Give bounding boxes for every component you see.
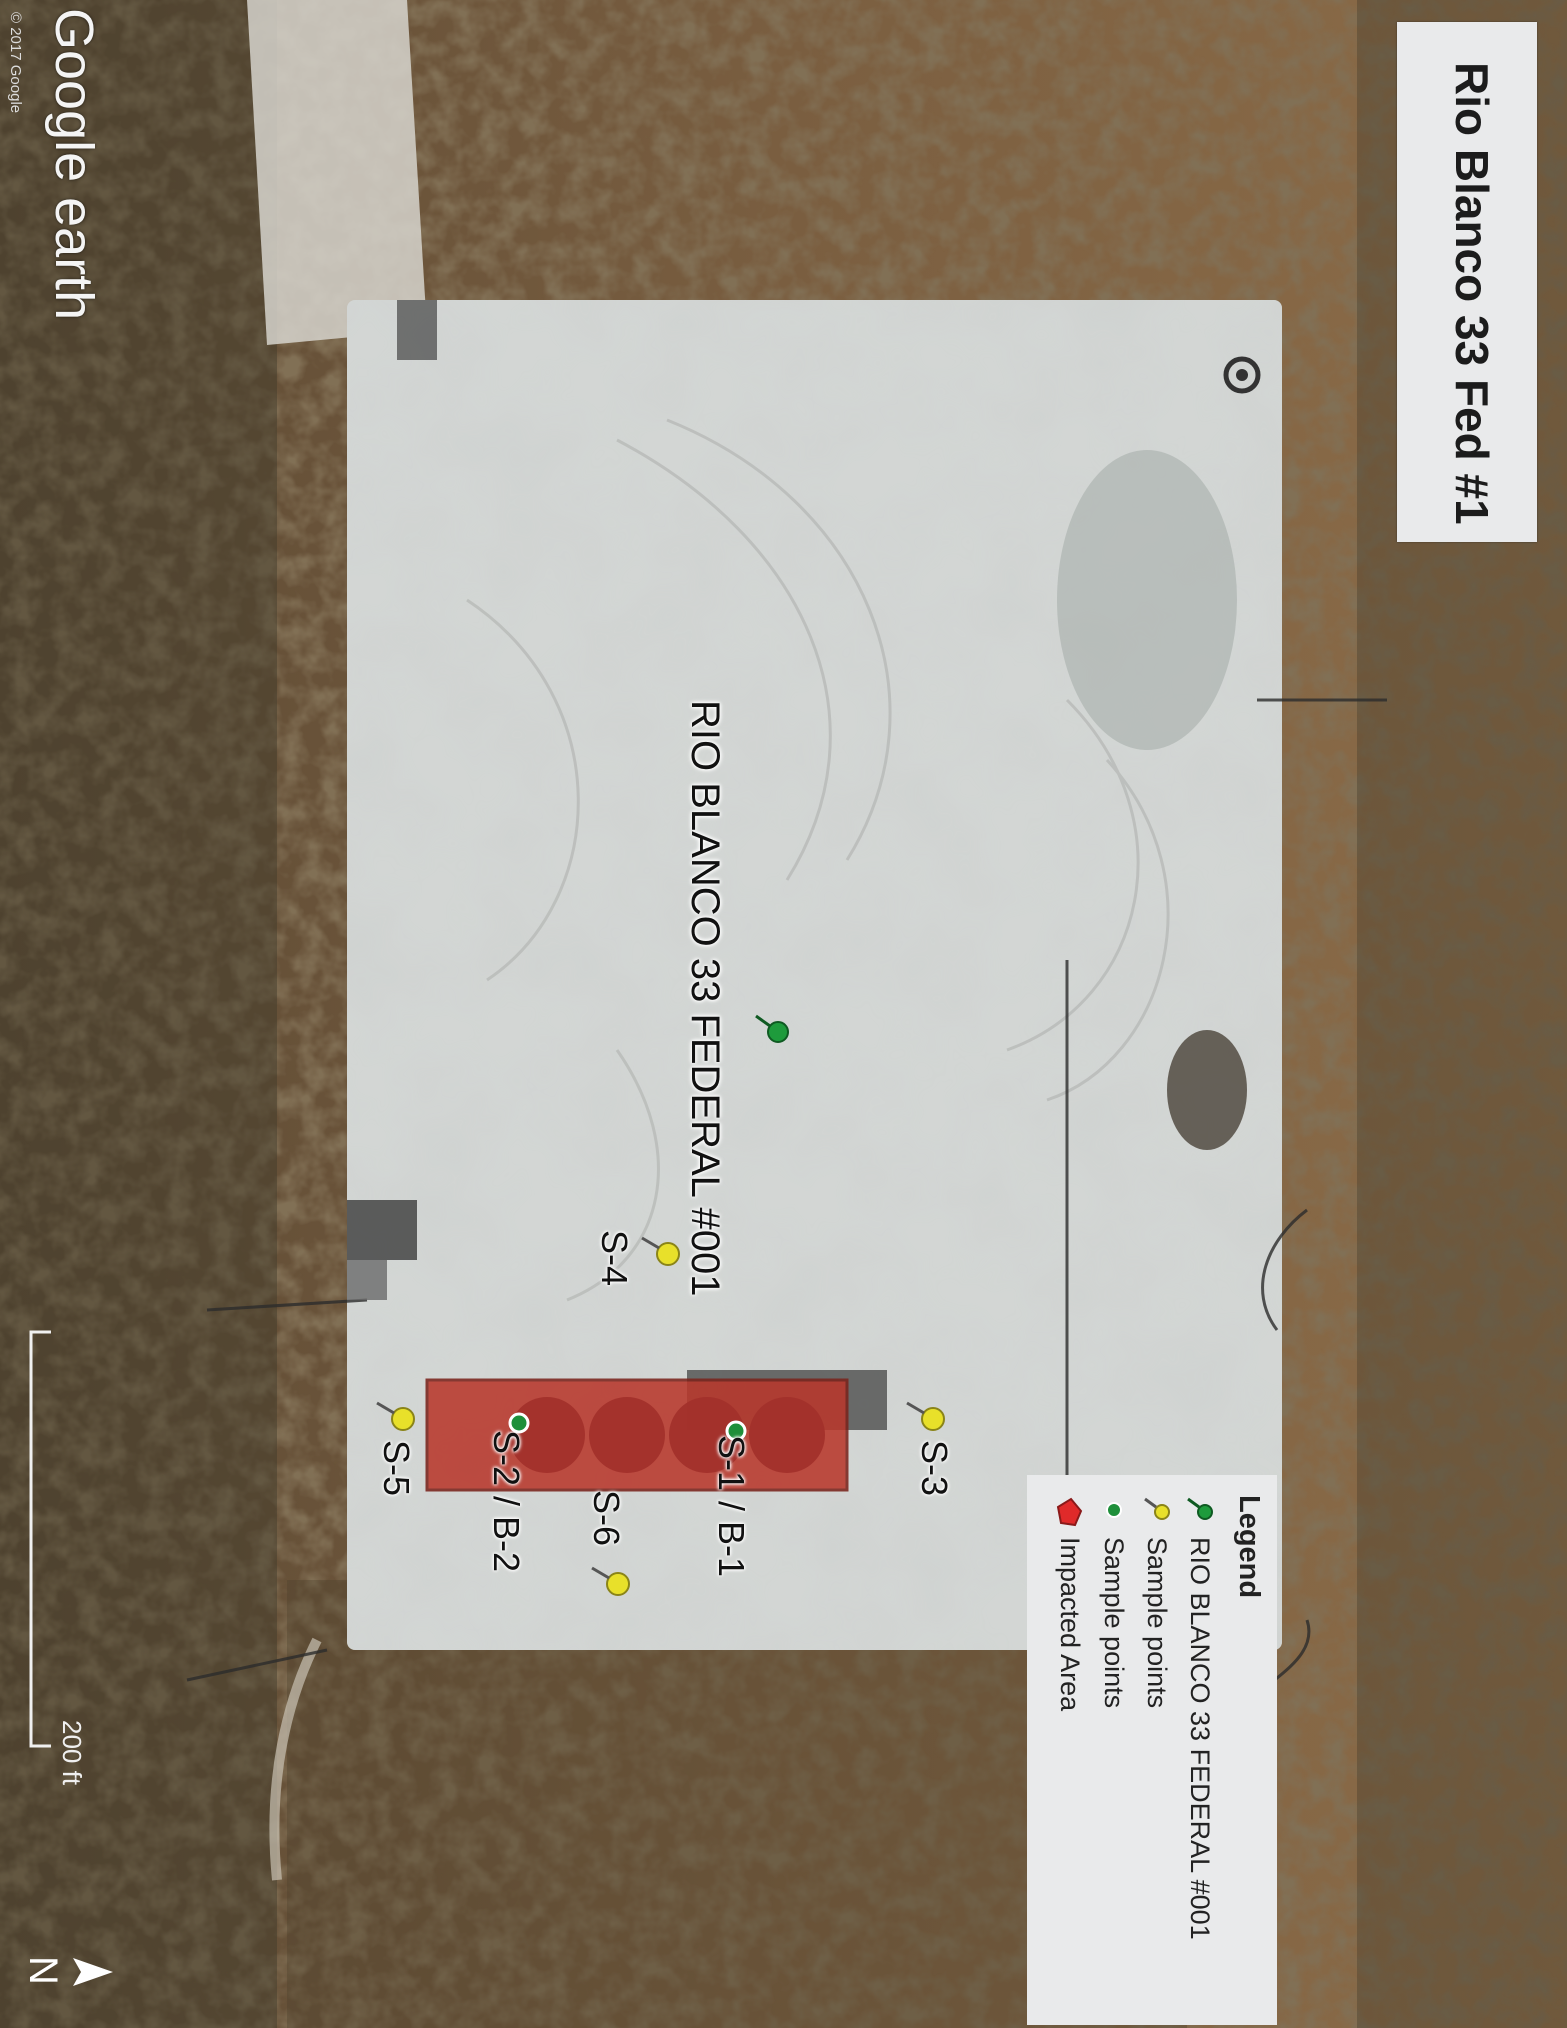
map-legend: Legend RIO BLANCO 33 FEDERAL #001 Sample…	[1027, 1475, 1277, 2025]
legend-header: Legend	[1233, 1495, 1265, 1599]
map-title-box: Rio Blanco 33 Fed #1	[1397, 22, 1537, 542]
green-dot-icon[interactable]	[506, 1410, 532, 1436]
sample-label-s2-b2: S-2 / B-2	[486, 1430, 527, 1573]
yellow-pushpin-icon[interactable]	[638, 1230, 682, 1274]
scale-label: 200 ft	[57, 1720, 87, 1786]
legend-item-impacted: Impacted Area	[1055, 1537, 1085, 1712]
sample-label-s1-b1: S-1 / B-1	[711, 1435, 752, 1578]
north-arrow-icon	[73, 1958, 113, 1986]
legend-item-sample-pin: Sample points	[1142, 1537, 1172, 1709]
green-dot-icon	[1106, 1502, 1122, 1518]
north-label: N	[21, 1956, 65, 1985]
legend-item-sample-dot: Sample points	[1099, 1537, 1129, 1709]
sample-label-s4: S-4	[594, 1230, 635, 1287]
sample-label-s5: S-5	[376, 1440, 417, 1497]
green-pushpin-icon	[1187, 1497, 1213, 1520]
yellow-pushpin-icon	[1144, 1497, 1170, 1520]
yellow-pushpin-icon[interactable]	[588, 1560, 632, 1604]
green-dot-icon[interactable]	[723, 1418, 749, 1444]
site-label: RIO BLANCO 33 FEDERAL #001	[683, 700, 727, 1297]
north-arrow: N	[12, 1942, 117, 2002]
yellow-pushpin-icon[interactable]	[903, 1395, 947, 1439]
yellow-pushpin-icon[interactable]	[373, 1395, 417, 1439]
green-pushpin-icon[interactable]	[752, 1010, 792, 1050]
legend-item-site: RIO BLANCO 33 FEDERAL #001	[1185, 1537, 1215, 1940]
red-polygon-icon	[1056, 1497, 1083, 1527]
map-title: Rio Blanco 33 Fed #1	[1446, 62, 1498, 525]
sample-label-s6: S-6	[586, 1490, 627, 1547]
google-earth-watermark: Google earth	[44, 8, 104, 321]
copyright-text: © 2017 Google	[7, 12, 24, 114]
sample-label-s3: S-3	[914, 1440, 955, 1497]
scale-bar	[29, 1330, 51, 1748]
